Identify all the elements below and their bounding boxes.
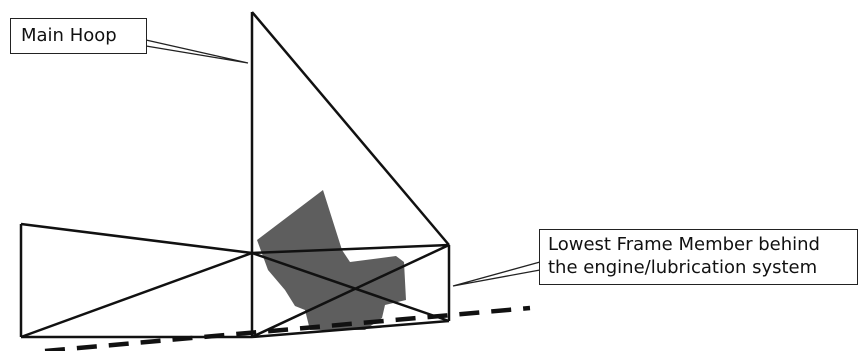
lowest-member-label-line1: Lowest Frame Member behind xyxy=(548,234,820,255)
main-hoop-label: Main Hoop xyxy=(10,18,147,54)
bottom-front-member xyxy=(251,319,450,339)
upper-cross-member xyxy=(251,243,450,255)
lowest-member-leader xyxy=(452,261,541,287)
main-hoop-leader xyxy=(145,39,249,64)
lowest-frame-member xyxy=(251,251,450,323)
rear-diagonal-member xyxy=(20,251,253,339)
lowest-frame-member-label: Lowest Frame Member behind the engine/lu… xyxy=(539,229,858,285)
rear-frame xyxy=(19,222,253,339)
rear-top-member xyxy=(20,222,253,255)
callout-leaders xyxy=(145,39,541,287)
engine-block xyxy=(257,190,406,330)
main-hoop-label-text: Main Hoop xyxy=(21,25,117,46)
main-hoop-structure xyxy=(250,11,451,339)
hoop-brace-member xyxy=(251,11,450,246)
lowest-member-label-line2: the engine/lubrication system xyxy=(548,256,818,278)
ground-line xyxy=(44,305,531,354)
lower-diagonal-member xyxy=(251,243,450,339)
